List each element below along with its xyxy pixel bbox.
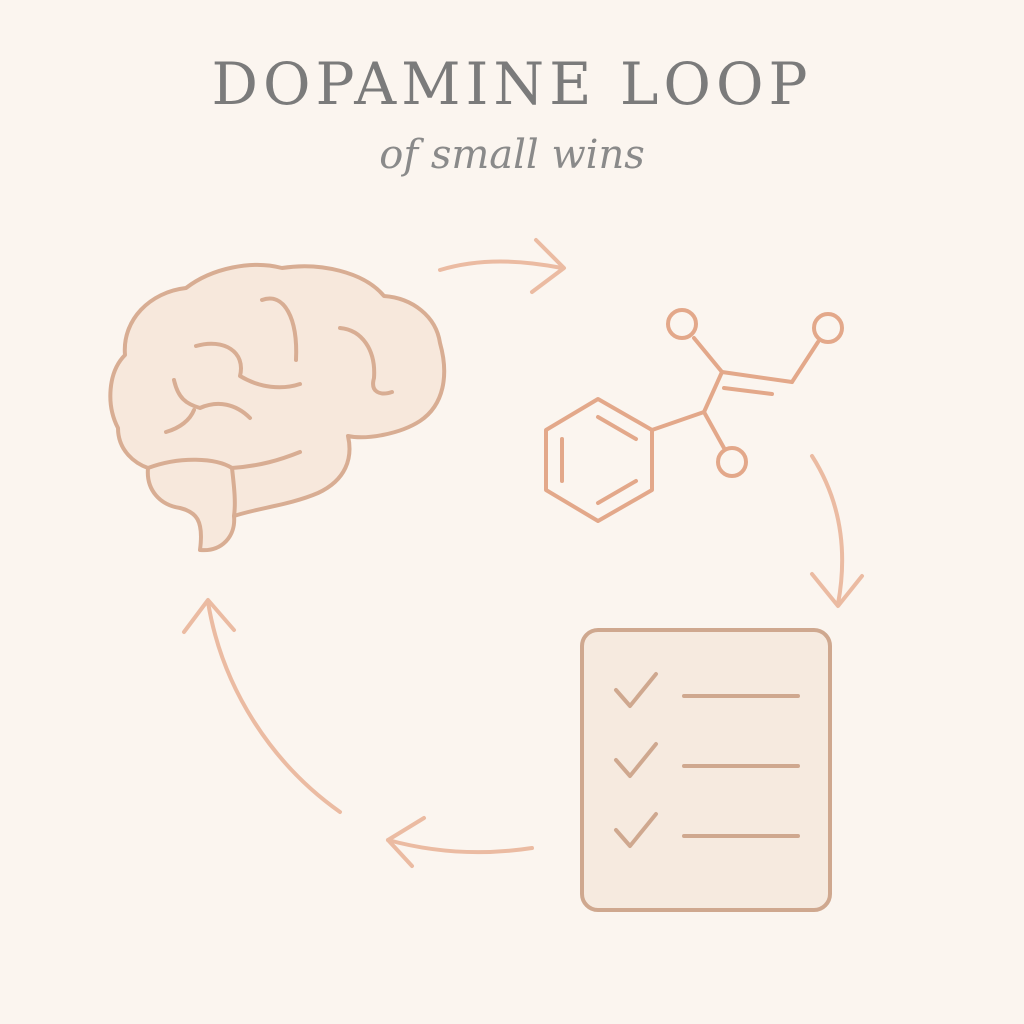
ring-double-bond-1 <box>596 415 638 441</box>
arrow-head <box>810 572 864 608</box>
brain-fold-1 <box>260 296 299 362</box>
brain-fold-5 <box>164 408 196 434</box>
ring-double-bond-2 <box>596 479 638 505</box>
bond-to-upper-left-atom <box>692 336 724 374</box>
arrow-shaft <box>206 600 342 814</box>
arrow-checklist-to-brain <box>386 816 534 868</box>
check-icon-2 <box>614 742 658 778</box>
arrow-head <box>530 238 566 294</box>
bond-double-parallel <box>722 386 774 396</box>
arrow-shaft <box>386 838 534 855</box>
arrow-head <box>386 816 426 868</box>
checklist-card <box>580 628 832 912</box>
brain-fold-3 <box>194 341 302 390</box>
brain-fold-7 <box>230 466 237 518</box>
arrow-shaft <box>438 259 564 272</box>
check-icon-3 <box>614 812 658 848</box>
bond-ring-to-carbon <box>650 410 706 432</box>
arrow-brain-to-molecule <box>438 238 566 294</box>
atom-upper-left <box>666 308 698 340</box>
check-icon-1 <box>614 672 658 708</box>
bond-to-right-carbon <box>720 370 794 384</box>
arrow-molecule-to-checklist <box>810 454 864 608</box>
atom-upper-right <box>812 312 844 344</box>
bond-carbon-to-lower-atom <box>702 410 726 450</box>
brain-fold-4 <box>172 378 252 420</box>
arrow-return-to-brain <box>182 598 342 814</box>
arrow-shaft <box>810 454 845 606</box>
diagram-subtitle: of small wins <box>379 132 645 178</box>
atom-lower <box>716 446 748 478</box>
diagram-title: DOPAMINE LOOP <box>211 50 813 118</box>
brain-outline <box>108 262 447 553</box>
arrow-head <box>182 598 236 634</box>
brain-fold-2 <box>338 326 394 396</box>
molecule-icon <box>544 308 844 523</box>
bond-carbon-up <box>702 370 724 414</box>
bond-to-upper-right-atom <box>790 340 820 384</box>
checklist-icon <box>580 628 832 912</box>
brain-icon <box>108 262 447 553</box>
